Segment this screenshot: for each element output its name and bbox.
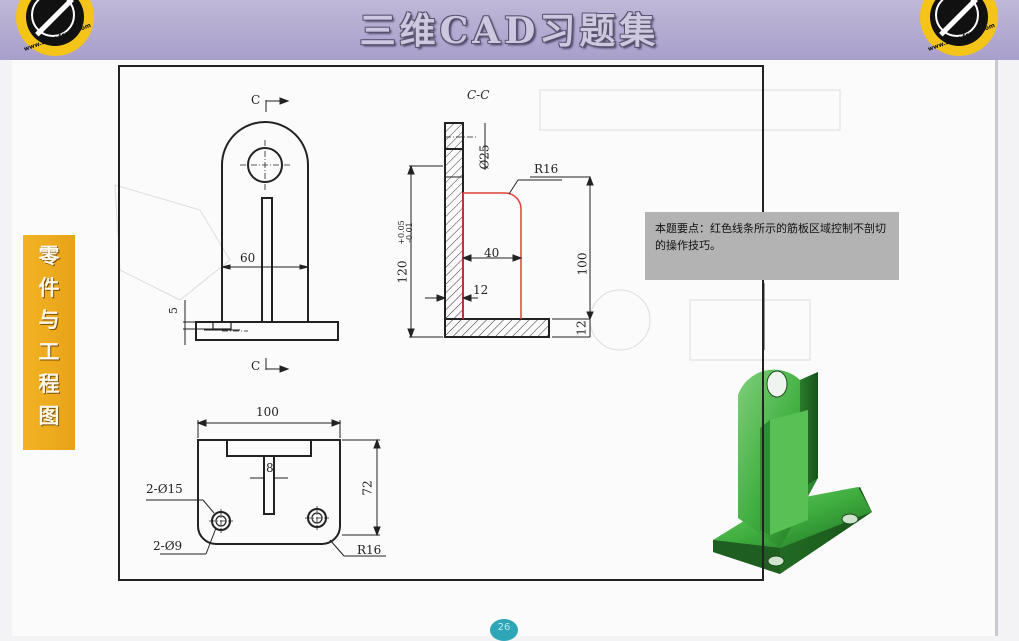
badge-left-logo: www.docu-track.com bbox=[16, 0, 94, 56]
dim-rib-height: 100 bbox=[575, 252, 590, 276]
dim-hole-diameter: Ø25 bbox=[477, 144, 492, 170]
dim-bolt-holes: 2-Ø15 bbox=[146, 482, 183, 496]
dim-rib-width: 40 bbox=[484, 246, 500, 260]
hint-note: 本题要点：红色线条所示的筋板区域控制不剖切的操作技巧。 bbox=[645, 212, 899, 280]
section-mark-top: C bbox=[251, 93, 261, 107]
dim-inner-holes: 2-Ø9 bbox=[153, 539, 183, 553]
chapter-char-5: 程 bbox=[38, 371, 60, 396]
chapter-char-3: 与 bbox=[38, 307, 60, 332]
chapter-char-6: 图 bbox=[38, 403, 60, 428]
section-view bbox=[444, 122, 550, 338]
dim-slot: 8 bbox=[266, 461, 274, 475]
header-banner: 三维CAD习题集 bbox=[0, 0, 1019, 60]
page-number: 26 bbox=[490, 619, 518, 641]
hint-note-text: 本题要点：红色线条所示的筋板区域控制不剖切的操作技巧。 bbox=[655, 222, 886, 252]
chapter-char-1: 零 bbox=[38, 243, 60, 268]
dim-height: 120 bbox=[395, 260, 410, 284]
dim-tol-lower: -0.01 bbox=[404, 222, 414, 243]
dim-top-width: 100 bbox=[256, 405, 279, 419]
isometric-model bbox=[713, 369, 872, 574]
badge-right-logo: www.docu-track.com bbox=[920, 0, 998, 56]
page-paper bbox=[12, 60, 998, 636]
dim-front-thickness: 5 bbox=[167, 307, 180, 314]
drawing-frame bbox=[118, 65, 764, 581]
dim-corner-radius: R16 bbox=[357, 543, 382, 557]
page-right-edge bbox=[995, 60, 998, 636]
dim-base: 12 bbox=[574, 320, 589, 336]
dim-wall: 12 bbox=[473, 283, 489, 297]
section-title: C-C bbox=[467, 88, 490, 102]
chapter-tab: 零 件 与 工 程 图 bbox=[23, 235, 75, 450]
dim-radius: R16 bbox=[534, 162, 559, 176]
dim-front-width: 60 bbox=[240, 251, 256, 265]
section-mark-bottom: C bbox=[251, 359, 261, 373]
dim-depth: 72 bbox=[360, 480, 375, 496]
chapter-char-2: 件 bbox=[38, 275, 60, 300]
book-title: 三维CAD习题集 bbox=[359, 10, 660, 52]
chapter-char-4: 工 bbox=[38, 339, 60, 364]
